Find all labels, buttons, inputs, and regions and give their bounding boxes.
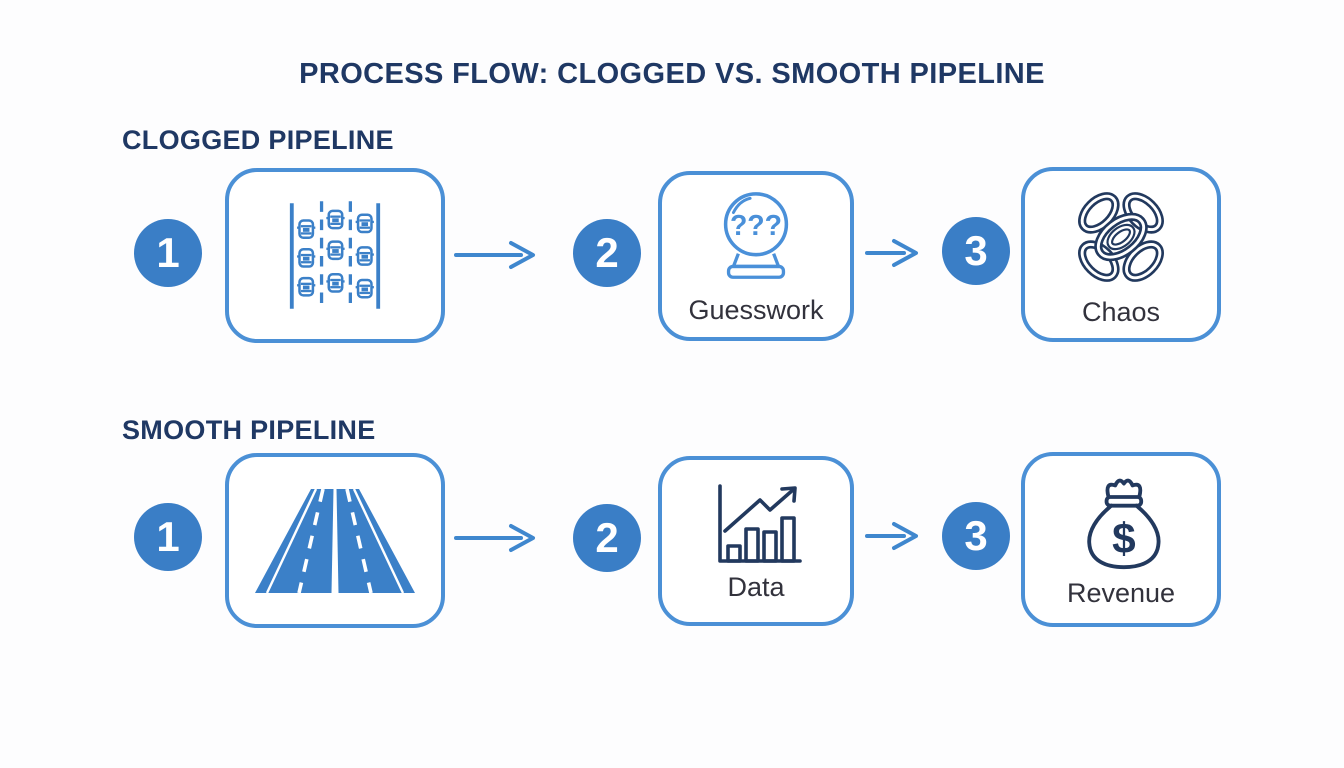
step-number-badge: 3 <box>942 502 1010 570</box>
guesswork-box: ??? Guesswork <box>658 171 854 341</box>
step-number-badge: 3 <box>942 217 1010 285</box>
step-number-badge: 1 <box>134 503 202 571</box>
chaos-box: Chaos <box>1021 167 1221 342</box>
flow-arrow <box>453 235 545 275</box>
smooth-pipeline-header: SMOOTH PIPELINE <box>122 415 376 445</box>
box-label: Revenue <box>1066 578 1176 608</box>
step-number-badge: 1 <box>134 219 202 287</box>
traffic-jam-icon <box>287 197 383 315</box>
growth-chart-icon <box>710 482 802 566</box>
traffic-jam-box <box>225 168 445 343</box>
flow-arrow <box>864 516 926 556</box>
highway-box <box>225 453 445 628</box>
crystal-ball-icon: ??? <box>705 189 807 289</box>
box-label: Guesswork <box>688 294 824 325</box>
box-label: Chaos <box>1081 297 1161 327</box>
step-number-badge: 2 <box>573 504 641 572</box>
highway-icon <box>253 485 417 597</box>
dollar-sign: $ <box>1112 515 1136 562</box>
clogged-pipeline-header: CLOGGED PIPELINE <box>122 125 394 155</box>
revenue-box: $ Revenue <box>1021 452 1221 627</box>
question-marks: ??? <box>730 210 782 242</box>
step-number-badge: 2 <box>573 219 641 287</box>
page-title: PROCESS FLOW: CLOGGED VS. SMOOTH PIPELIN… <box>299 58 1045 90</box>
box-label: Data <box>727 571 785 602</box>
money-bag-icon: $ <box>1076 472 1166 572</box>
tangled-knot-icon <box>1065 183 1177 291</box>
data-box: Data <box>658 456 854 626</box>
flow-arrow <box>864 233 926 273</box>
flow-arrow <box>453 518 545 558</box>
